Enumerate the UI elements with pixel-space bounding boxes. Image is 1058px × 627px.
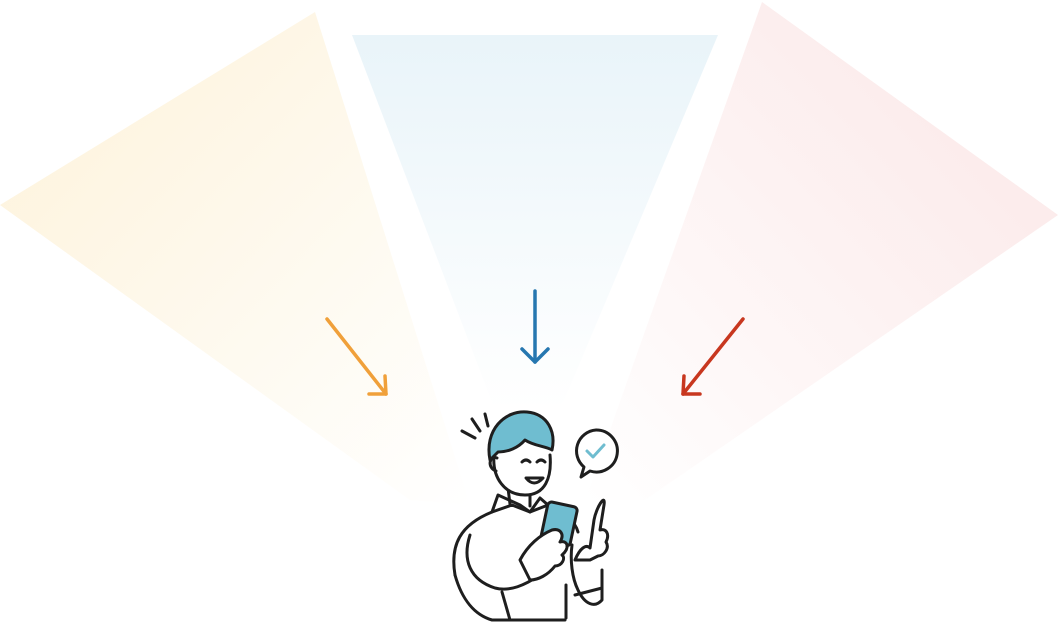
right-beam (585, 2, 1058, 500)
arrow-down-left-icon (681, 317, 745, 396)
arrow-down-right-icon (325, 317, 388, 396)
speech-bubble-check-icon (575, 428, 619, 479)
left-beam (0, 12, 470, 505)
center-beam (352, 35, 718, 410)
arrow-down-icon (520, 289, 550, 364)
person-with-smartphone-icon (452, 410, 610, 622)
